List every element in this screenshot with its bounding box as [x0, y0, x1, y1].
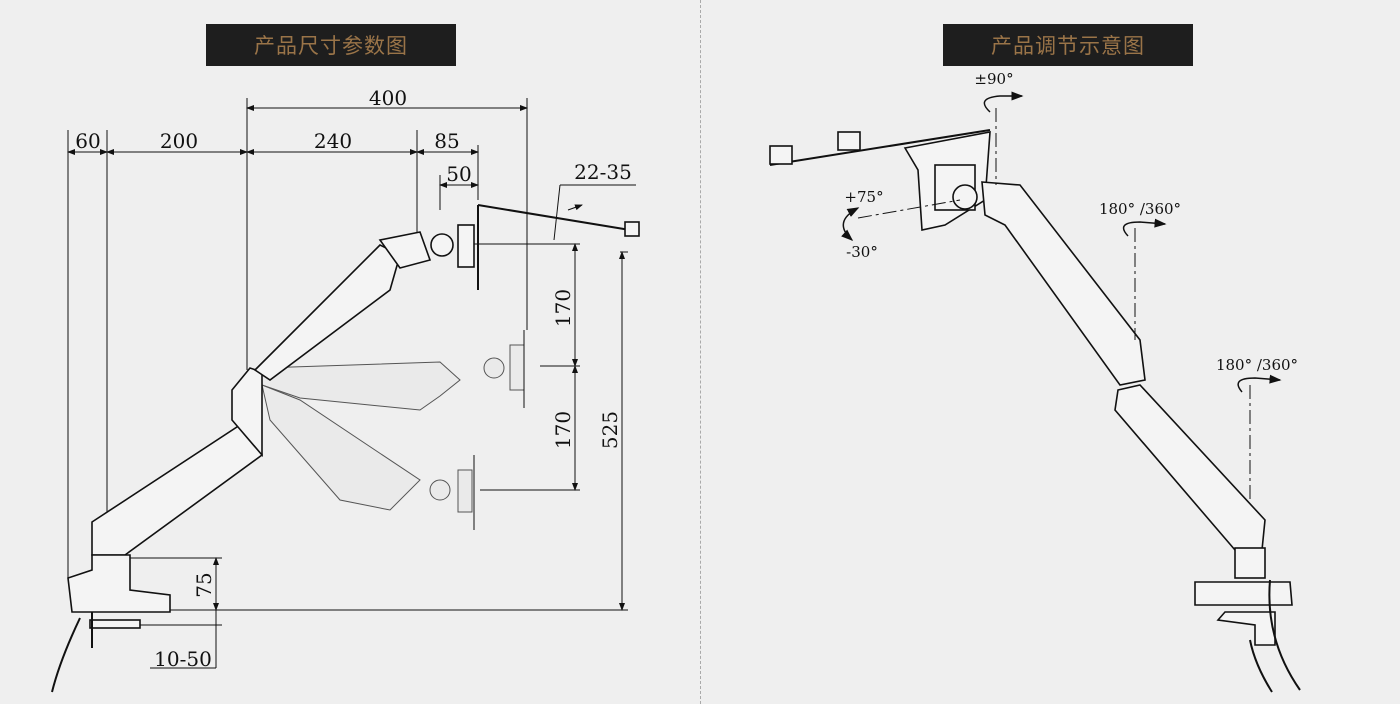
dim-170-top: 170 [551, 289, 575, 327]
dimension-diagram: 400 60 200 240 85 50 22-35 170 170 525 7… [51, 86, 640, 693]
dim-22-35: 22-35 [574, 160, 632, 184]
dim-85: 85 [434, 129, 459, 153]
adjustment-diagram-header: 产品调节示意图 [943, 24, 1193, 66]
label-swivel-upper: 180° /360° [1099, 200, 1181, 218]
dim-50: 50 [446, 162, 471, 186]
rotation-axes [857, 108, 1251, 500]
label-tilt-up: +75° [844, 188, 883, 206]
label-swivel-lower: 180° /360° [1216, 356, 1298, 374]
dimension-lines [67, 105, 636, 669]
dim-400: 400 [369, 86, 407, 110]
adjustment-diagram: ±90° +75° -30° 180° /360° 180° /360° [769, 70, 1301, 693]
dim-525: 525 [598, 411, 622, 449]
arm-main [51, 204, 640, 693]
rotation-arrows [841, 91, 1282, 393]
dim-200: 200 [160, 129, 198, 153]
panel-divider [700, 0, 701, 704]
dim-60: 60 [75, 129, 100, 153]
dimension-diagram-header: 产品尺寸参数图 [206, 24, 456, 66]
dim-170-bottom: 170 [551, 411, 575, 449]
label-rotate: ±90° [974, 70, 1013, 88]
arm-ghost-positions [261, 330, 525, 530]
extension-lines [67, 98, 628, 626]
dim-10-50: 10-50 [154, 647, 212, 671]
dim-240: 240 [314, 129, 352, 153]
dim-75: 75 [192, 572, 216, 597]
label-tilt-down: -30° [846, 243, 878, 261]
